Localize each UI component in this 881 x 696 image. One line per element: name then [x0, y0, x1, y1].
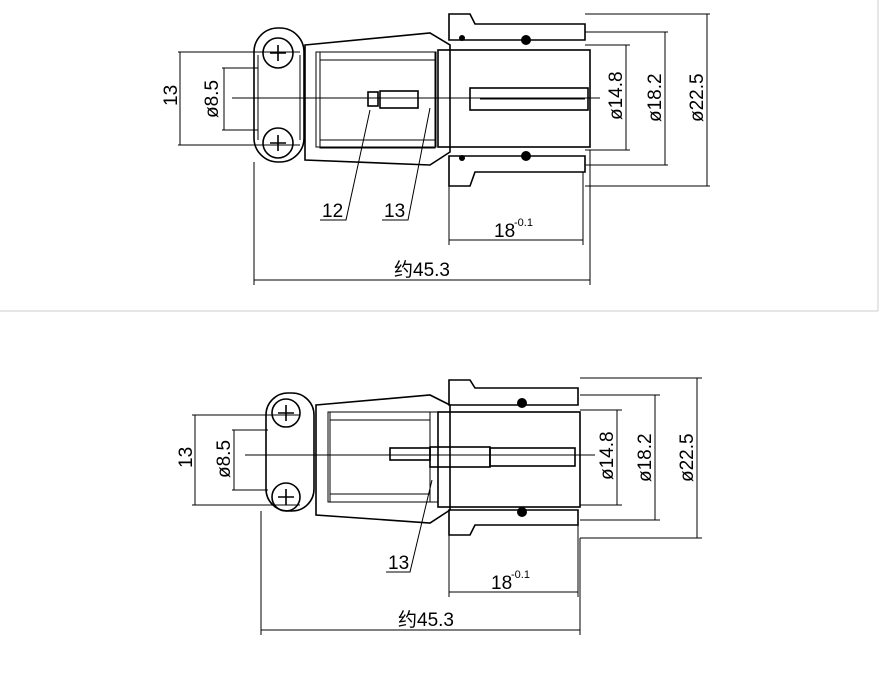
- coupling-nut: [448, 13, 586, 41]
- cable-clamp: [265, 392, 315, 512]
- dim-nut-length: 18: [491, 573, 512, 594]
- part-label-13: 13: [388, 553, 409, 574]
- dim-height: 13: [161, 85, 182, 106]
- dim-nut-tolerance: -0.1: [511, 569, 530, 581]
- dimensions: [192, 377, 702, 635]
- dim-diameter-22-5: ø22.5: [677, 433, 698, 482]
- screw-icon: [271, 482, 301, 512]
- dimensions: [178, 13, 710, 285]
- part-label-13: 13: [384, 201, 405, 222]
- dim-diameter-18-2: ø18.2: [635, 433, 656, 482]
- screw-icon: [262, 37, 294, 69]
- dim-diameter-14-8: ø14.8: [597, 431, 618, 480]
- back-shell: [304, 32, 451, 166]
- dim-clamp-diameter: ø8.5: [214, 440, 235, 478]
- dim-diameter-18-2: ø18.2: [645, 73, 666, 122]
- dim-clamp-diameter: ø8.5: [202, 80, 223, 118]
- dim-nut-length: 18: [494, 221, 515, 242]
- dim-nut-tolerance: -0.1: [514, 217, 533, 229]
- part-label-12: 12: [322, 201, 343, 222]
- cable-clamp: [253, 27, 305, 163]
- screw-icon: [271, 398, 301, 428]
- dim-total-length: 约45.3: [398, 609, 454, 631]
- dim-diameter-22-5: ø22.5: [687, 73, 708, 122]
- dim-diameter-14-8: ø14.8: [606, 71, 627, 120]
- screw-icon: [262, 127, 294, 159]
- top-drawing: 13 ø8.5 ø14.8 ø18.2 ø22.5 12 13 18 -0.1 …: [161, 13, 710, 285]
- coupling-nut: [448, 379, 579, 406]
- insert: [437, 411, 581, 508]
- dim-total-length: 约45.3: [394, 259, 450, 281]
- dim-height: 13: [176, 447, 197, 468]
- bottom-drawing: 13 ø8.5 ø14.8 ø18.2 ø22.5 13 18 -0.1 约45…: [176, 377, 702, 635]
